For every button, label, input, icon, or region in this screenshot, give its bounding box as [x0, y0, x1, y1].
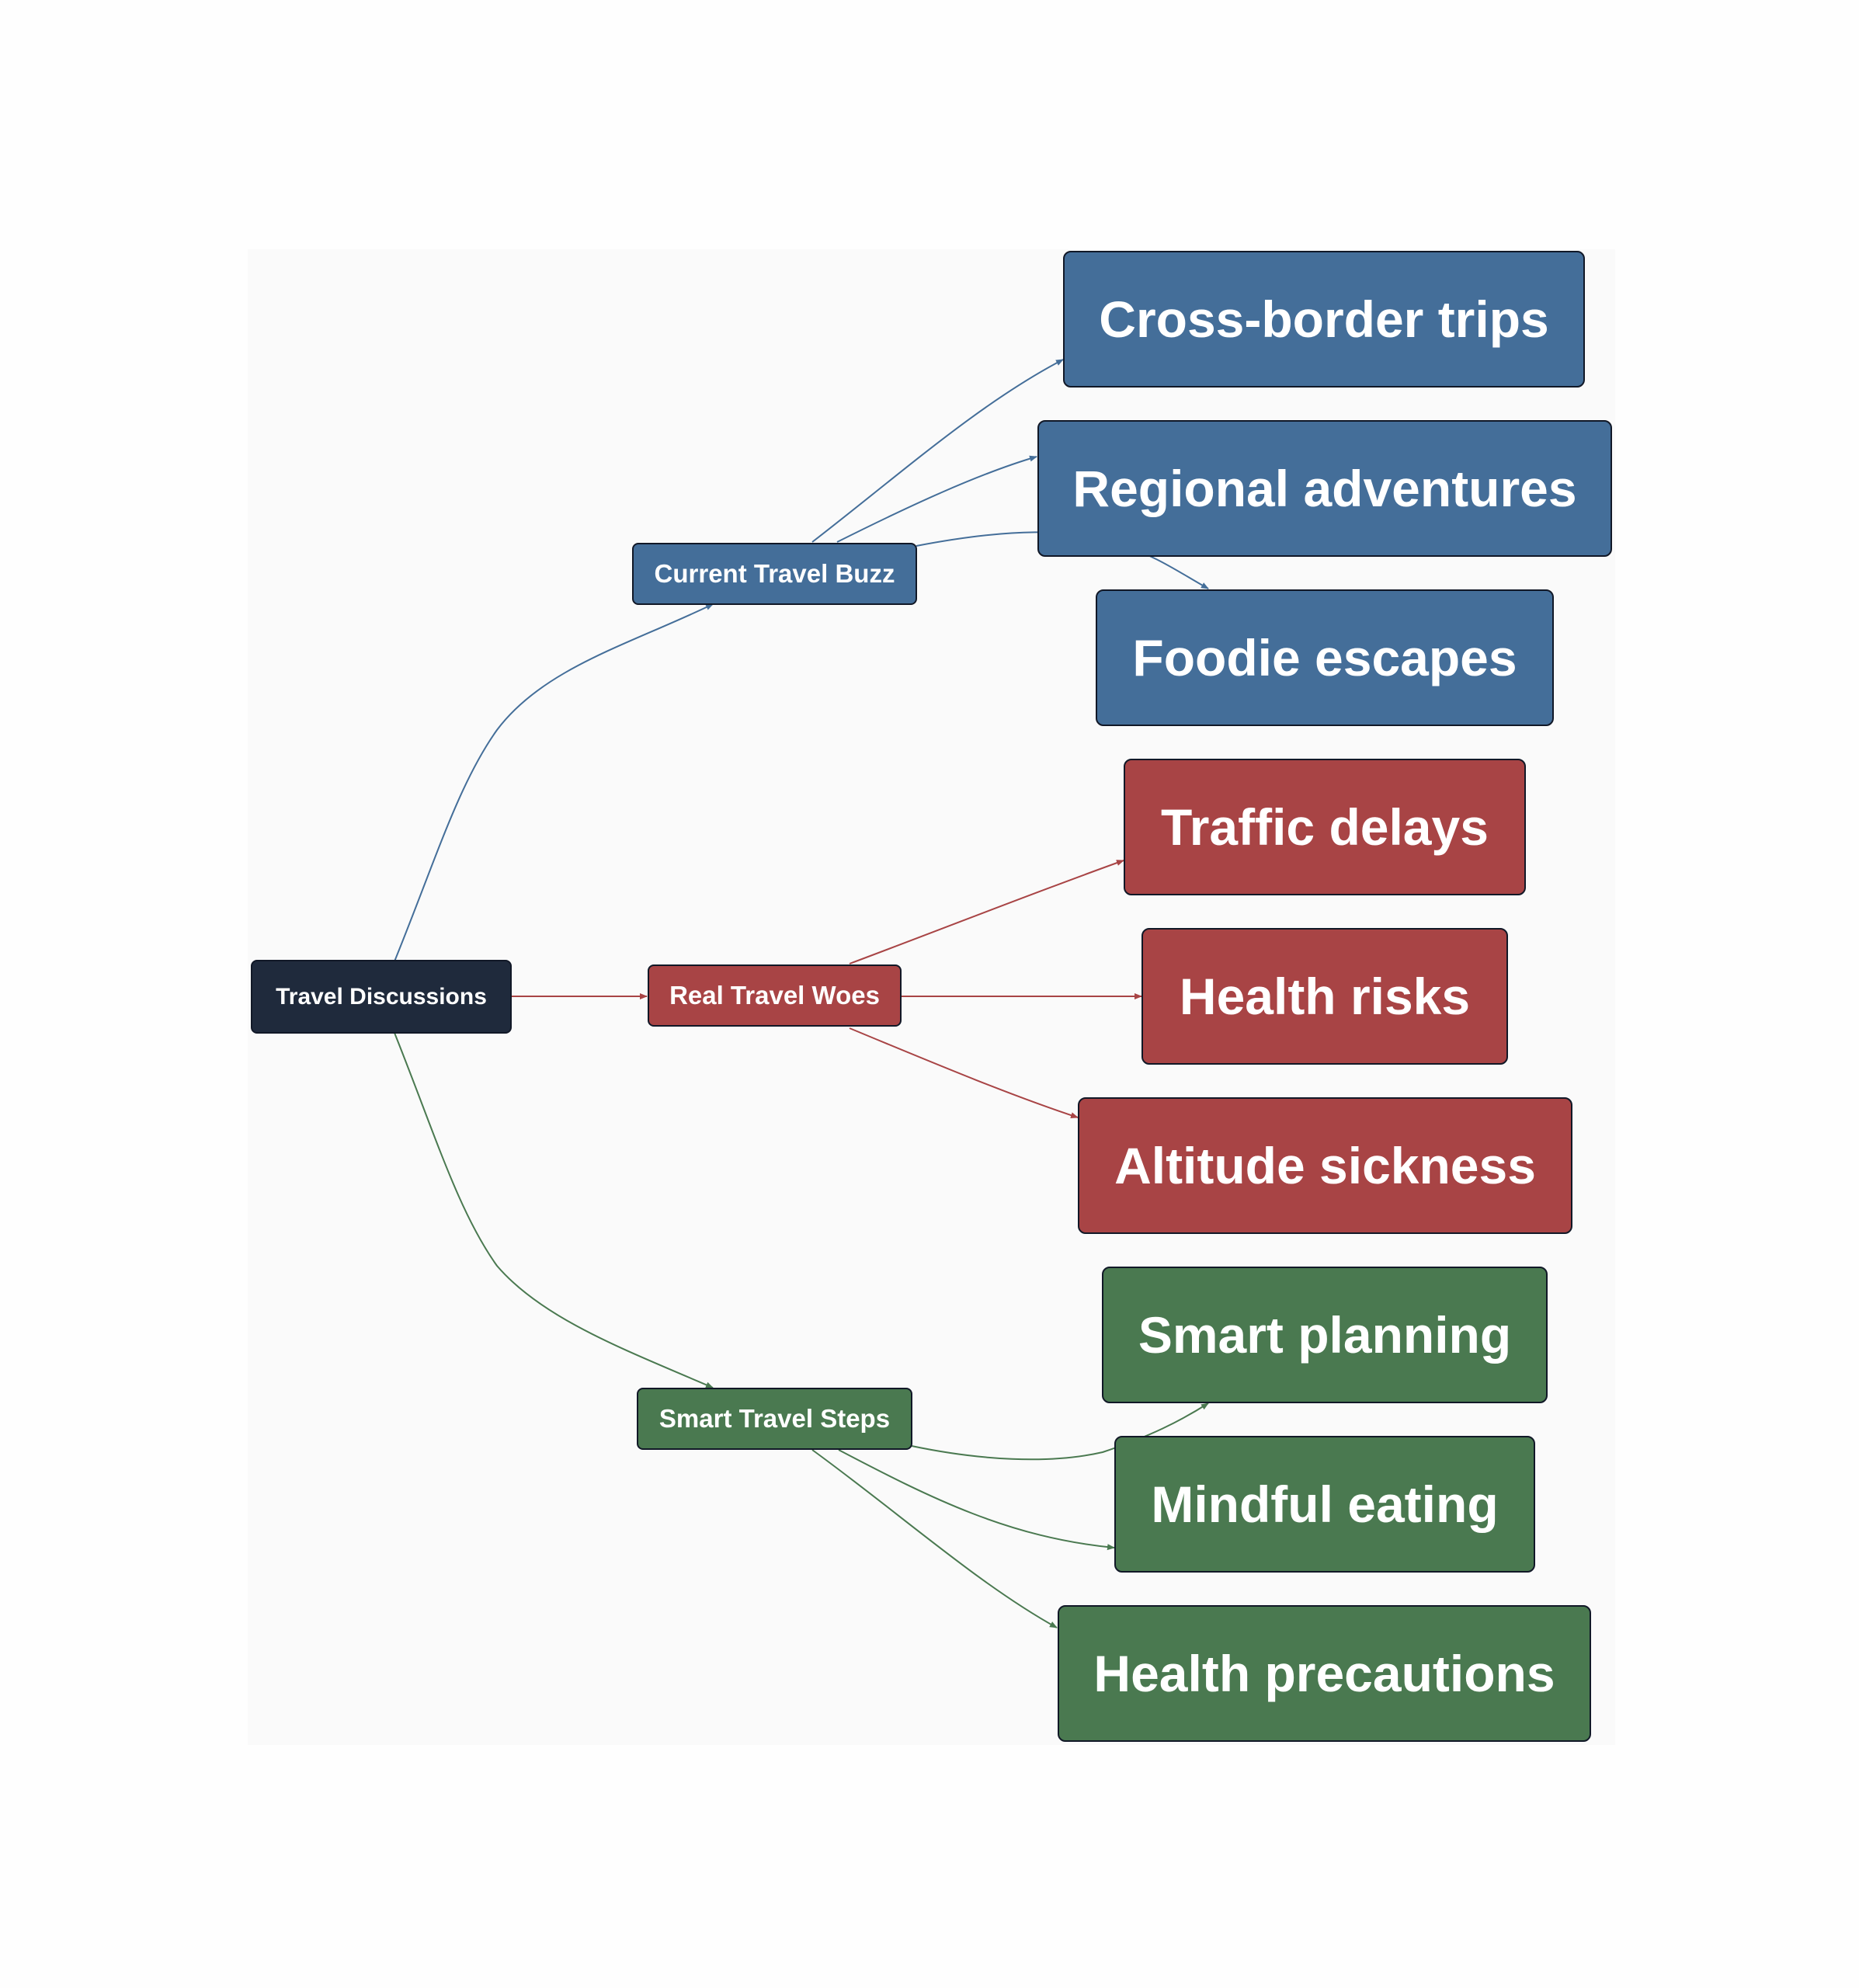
branch-node-current-travel-buzz: Current Travel Buzz: [632, 543, 917, 605]
leaf-node-mindful-eating: Mindful eating: [1114, 1436, 1535, 1573]
leaf-node-label: Health risks: [1179, 968, 1471, 1025]
branch-node-smart-travel-steps: Smart Travel Steps: [637, 1388, 912, 1450]
leaf-node-label: Foodie escapes: [1132, 629, 1517, 686]
edge-buzz-to-cross-border-trips: [811, 359, 1064, 543]
leaf-node-regional-adventures: Regional adventures: [1037, 420, 1612, 557]
edge-buzz-to-regional-adventures: [836, 455, 1037, 543]
leaf-node-label: Altitude sickness: [1114, 1137, 1536, 1194]
branch-node-label: Smart Travel Steps: [658, 1404, 891, 1433]
branch-node-label: Real Travel Woes: [669, 981, 880, 1010]
root-node-travel-discussions: Travel Discussions: [251, 960, 512, 1034]
leaf-node-traffic-delays: Traffic delays: [1124, 759, 1526, 895]
edge-woes-to-altitude-sickness: [849, 1027, 1079, 1118]
root-node-label: Travel Discussions: [276, 983, 487, 1010]
edge-steps-to-health-precautions: [811, 1449, 1058, 1628]
leaf-node-cross-border-trips: Cross-border trips: [1063, 251, 1585, 388]
leaf-node-label: Regional adventures: [1072, 460, 1577, 517]
edge-steps-to-smart-planning: [911, 1402, 1209, 1461]
leaf-node-foodie-escapes: Foodie escapes: [1096, 589, 1554, 726]
leaf-node-health-precautions: Health precautions: [1058, 1605, 1591, 1742]
branch-node-real-travel-woes: Real Travel Woes: [648, 964, 902, 1027]
edge-steps-to-mindful-eating: [838, 1449, 1115, 1551]
leaf-node-health-risks: Health risks: [1141, 928, 1508, 1065]
leaf-node-smart-planning: Smart planning: [1102, 1267, 1548, 1403]
leaf-node-label: Traffic delays: [1161, 798, 1489, 856]
leaf-node-label: Mindful eating: [1151, 1475, 1499, 1533]
leaf-node-label: Smart planning: [1138, 1306, 1512, 1364]
leaf-node-altitude-sickness: Altitude sickness: [1078, 1097, 1572, 1234]
edge-root-to-current-travel-buzz: [394, 603, 714, 962]
leaf-node-label: Cross-border trips: [1099, 290, 1549, 348]
edge-root-to-smart-travel-steps: [394, 1032, 714, 1388]
branch-node-label: Current Travel Buzz: [654, 559, 895, 588]
leaf-node-label: Health precautions: [1093, 1645, 1555, 1702]
edge-woes-to-traffic-delays: [849, 860, 1124, 964]
